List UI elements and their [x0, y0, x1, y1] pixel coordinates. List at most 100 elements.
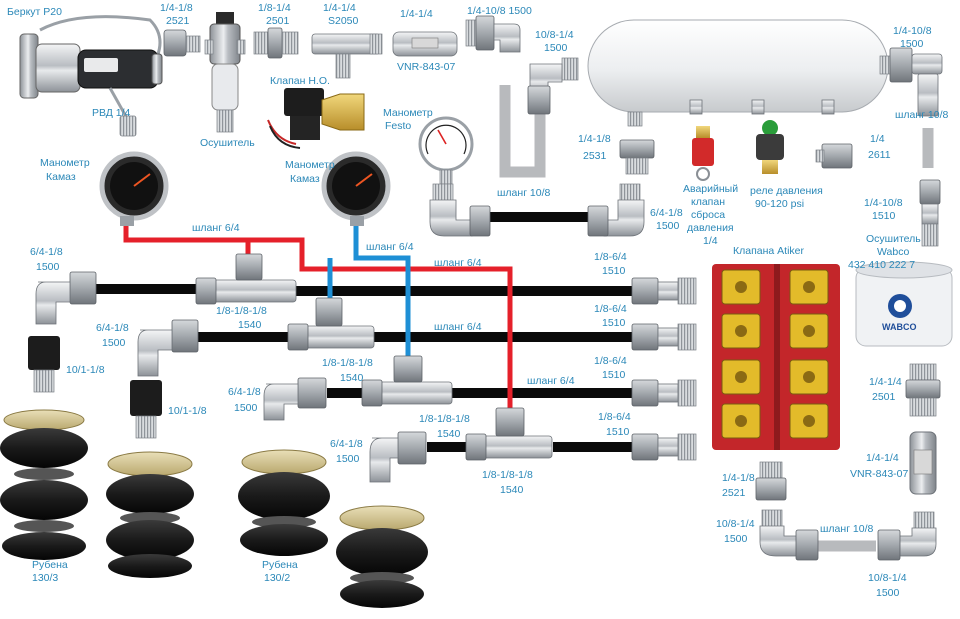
label-vnr-top-2: VNR-843-07: [397, 61, 456, 73]
label-fs2050-1: 1/4-1/4: [323, 2, 356, 14]
fitting-2521-right: [755, 461, 787, 501]
air-bag-130-2-b: [336, 505, 428, 608]
label-f1500-bl-2: 1500: [724, 533, 748, 545]
label-hose-64-a: шланг 6/4: [192, 222, 240, 234]
safety-valve: [692, 126, 714, 181]
hose-red-gauge-kamaz-left: [123, 222, 513, 408]
label-bag1-2: 130/3: [32, 572, 58, 584]
label-elbow-l4-1: 6/4-1/8: [330, 438, 363, 450]
compressor-berkut-r20: [19, 15, 163, 137]
air-bag-130-3-b: [106, 451, 194, 578]
label-f2521-top-1: 1/4-1/8: [160, 2, 193, 14]
label-gauge-festo-2: Festo: [385, 120, 411, 132]
elbow-left-2: [137, 319, 199, 377]
label-elbow-top-2: 1500: [544, 42, 568, 54]
check-valve-vnr-top: [392, 31, 458, 57]
elbow-left-3: [263, 377, 327, 421]
label-f2611-2: 2611: [868, 149, 891, 161]
label-hose-64-e: шланг 6/4: [527, 375, 575, 387]
label-f2531-2: 2531: [583, 150, 607, 162]
label-str4-2: 1510: [606, 426, 630, 438]
valve-block-atiker: [712, 264, 840, 450]
label-elbow-l1-2: 1500: [36, 261, 60, 273]
fitting-s2050: [311, 33, 383, 79]
label-str1-2: 1510: [602, 265, 626, 277]
elbow-1500-bottom-left: [759, 509, 819, 561]
dryer-wabco: [855, 261, 953, 347]
label-f2521-right-2: 2521: [722, 487, 746, 499]
label-f-right-top-2: 1500: [900, 38, 924, 50]
label-safety-valve-4: давления: [687, 222, 734, 234]
wabco-brand: WABCO: [882, 322, 917, 332]
label-tee4-2: 1540: [500, 484, 524, 496]
label-hose-10-8-right: шланг 10/8: [895, 109, 949, 121]
label-elbow-top-1: 10/8-1/4: [535, 29, 574, 41]
label-vnr-right-2: VNR-843-07: [850, 468, 909, 480]
label-gauge-kamaz-left-2: Камаз: [46, 171, 76, 183]
label-pressure-switch-small: РВД 1/4: [92, 107, 131, 119]
label-tee4-1: 1/8-1/8-1/8: [482, 469, 533, 481]
air-tank: [587, 19, 893, 127]
gauge-kamaz-left: [99, 151, 169, 226]
straight-fitting-4: [631, 433, 697, 461]
straight-fitting-1: [631, 277, 697, 305]
label-vnr-right-1: 1/4-1/4: [866, 452, 899, 464]
label-adapter-2: 10/1-1/8: [168, 405, 207, 417]
label-f1510-right-2: 1510: [872, 210, 896, 222]
label-str4-1: 1/8-6/4: [598, 411, 631, 423]
label-wabco-1: Осушитель: [866, 233, 921, 245]
tee-4: [465, 407, 553, 461]
label-adapter-1: 10/1-1/8: [66, 364, 105, 376]
fitting-1510-right: [919, 179, 941, 247]
label-hose-64-d: шланг 6/4: [434, 321, 482, 333]
label-str2-2: 1510: [602, 317, 626, 329]
label-valve-no: Клапан Н.О.: [270, 75, 330, 87]
elbow-tank-right: [587, 183, 645, 237]
label-f2531-1: 1/4-1/8: [578, 133, 611, 145]
label-tee1-1: 1/8-1/8-1/8: [216, 305, 267, 317]
label-filter-dryer: Осушитель: [200, 137, 255, 149]
label-f1510-right-1: 1/4-10/8: [864, 197, 903, 209]
label-elbow-l3-2: 1500: [234, 402, 258, 414]
filter-dryer: [204, 12, 246, 133]
label-elbow-l2-2: 1500: [102, 337, 126, 349]
elbow-tank-left: [429, 183, 491, 237]
gauge-kamaz-mid: [321, 151, 391, 226]
straight-fitting-3: [631, 379, 697, 407]
label-pressure-relay-1: реле давления: [750, 185, 823, 197]
label-bag2-1: Рубена: [262, 559, 298, 571]
label-hose-64-b: шланг 6/4: [366, 241, 414, 253]
adapter-10-1-mid: [130, 380, 162, 439]
fitting-2521-top: [163, 29, 201, 57]
pressure-relay: [756, 120, 784, 174]
hose-blue-gauge-kamaz-mid: [353, 222, 411, 362]
label-f2521-top-2: 2521: [166, 15, 190, 27]
label-f2501-top-1: 1/8-1/4: [258, 2, 291, 14]
check-valve-vnr-right: [909, 431, 937, 495]
label-hose-64-c: шланг 6/4: [434, 257, 482, 269]
label-pressure-relay-2: 90-120 psi: [755, 198, 804, 210]
hose-10-8-left-u: [499, 85, 546, 178]
adapter-10-1-left: [28, 336, 60, 393]
label-str1-1: 1/8-6/4: [594, 251, 627, 263]
fitting-2531: [619, 139, 655, 175]
label-f2501-right-2: 2501: [872, 391, 896, 403]
label-gauge-kamaz-mid-2: Камаз: [290, 173, 320, 185]
gauge-festo: [418, 116, 474, 185]
label-tee1-2: 1540: [238, 319, 262, 331]
label-bag2-2: 130/2: [264, 572, 290, 584]
label-elbow-l3-1: 6/4-1/8: [228, 386, 261, 398]
label-gauge-festo-1: Манометр: [383, 107, 433, 119]
label-tee3-1: 1/8-1/8-1/8: [419, 413, 470, 425]
elbow-left-4: [369, 431, 427, 483]
label-f2501-right-1: 1/4-1/4: [869, 376, 902, 388]
tee-3: [361, 355, 453, 407]
air-bag-130-3: [0, 409, 88, 560]
label-fs2050-2: S2050: [328, 15, 359, 27]
label-valves-atiker: Клапана Atiker: [733, 245, 805, 257]
label-elbow-l2-1: 6/4-1/8: [96, 322, 129, 334]
label-elbow-l1-1: 6/4-1/8: [30, 246, 63, 258]
label-tee2-1: 1/8-1/8-1/8: [322, 357, 373, 369]
